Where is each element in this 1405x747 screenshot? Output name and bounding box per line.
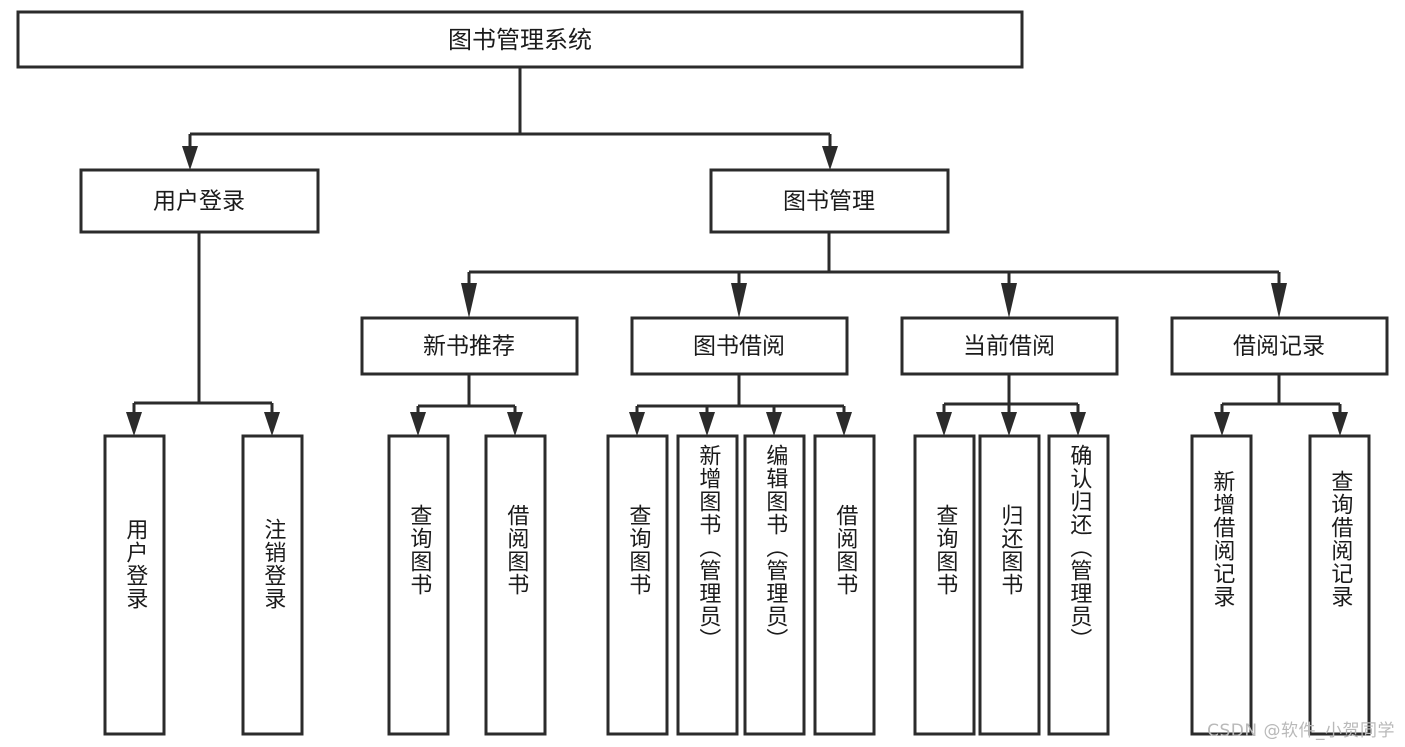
edge-group-root [182,67,838,170]
arrowhead-newbook-leaf2 [507,412,523,436]
node-root[interactable]: 图书管理系统 [16,10,1024,69]
leaf-box-user-login[interactable] [103,434,166,736]
node-book-borrow-box[interactable] [630,316,849,376]
arrowhead-newbook-leaf1 [410,412,426,436]
edge-group-book-borrow [629,374,852,436]
node-book-management-box[interactable] [709,168,950,234]
node-root-box[interactable] [16,10,1024,69]
node-book-management[interactable]: 图书管理 [709,168,950,234]
arrowhead-currentborrow-leaf2 [1001,412,1017,436]
node-new-book-recommend-box[interactable] [360,316,579,376]
node-user-login[interactable]: 用户登录 [79,168,320,234]
node-new-book-recommend-label: 新书推荐 [423,334,515,360]
leaf-boxes-new-book-recommend [387,434,547,736]
arrowhead-bookborrow-leaf4 [836,412,852,436]
arrowhead-borrowrecord-leaf1 [1214,412,1230,436]
leaf-box-add-book[interactable] [676,434,739,736]
node-new-book-recommend[interactable]: 新书推荐 [360,316,579,376]
leaf-box-add-record[interactable] [1190,434,1253,736]
arrowhead-currentborrow-leaf1 [936,412,952,436]
arrowhead-currentborrow-leaf3 [1070,412,1086,436]
arrowhead-borrow-record [1271,283,1287,318]
node-current-borrow-label: 当前借阅 [963,334,1055,360]
arrowhead-book-borrow [731,283,747,318]
node-borrow-record-label: 借阅记录 [1233,334,1325,360]
arrowhead-leaf-user-login [126,412,142,436]
watermark-text: CSDN @软件_小贺同学 [1207,721,1395,741]
node-current-borrow-box[interactable] [900,316,1119,376]
leaf-boxes-current-borrow [913,434,1110,736]
leaf-boxes-user-login [103,434,304,736]
leaf-box-confirm-return[interactable] [1047,434,1110,736]
arrowhead-book-mgmt [822,146,838,170]
arrowhead-leaf-logout [264,412,280,436]
leaf-box-query-record[interactable] [1308,434,1371,736]
arrowhead-bookborrow-leaf2 [699,412,715,436]
node-user-login-label: 用户登录 [153,189,245,215]
edge-group-borrow-record [1214,374,1348,436]
arrowhead-bookborrow-leaf3 [766,412,782,436]
leaf-box-query-book-1[interactable] [387,434,450,736]
node-root-label: 图书管理系统 [448,26,592,54]
node-book-management-label: 图书管理 [783,189,875,215]
leaf-box-edit-book[interactable] [743,434,806,736]
arrowhead-current-borrow [1001,283,1017,318]
leaf-box-borrow-book-1[interactable] [484,434,547,736]
leaf-box-query-book-2[interactable] [606,434,669,736]
leaf-box-query-book-3[interactable] [913,434,976,736]
arrowhead-borrowrecord-leaf2 [1332,412,1348,436]
arrowhead-bookborrow-leaf1 [629,412,645,436]
edge-group-user-login [126,233,280,436]
leaf-box-logout[interactable] [241,434,304,736]
node-borrow-record[interactable]: 借阅记录 [1170,316,1389,376]
edge-group-new-book [410,374,523,436]
leaf-boxes-borrow-record [1190,434,1371,736]
node-user-login-box[interactable] [79,168,320,234]
arrowhead-user-login [182,146,198,170]
node-book-borrow-label: 图书借阅 [693,334,785,360]
arrowhead-new-book [461,283,477,318]
leaf-box-borrow-book-2[interactable] [813,434,876,736]
node-borrow-record-box[interactable] [1170,316,1389,376]
leaf-box-return-book[interactable] [978,434,1041,736]
leaf-boxes-book-borrow [606,434,876,736]
node-current-borrow[interactable]: 当前借阅 [900,316,1119,376]
edge-group-book-mgmt [461,233,1287,318]
edge-group-current-borrow [936,374,1086,436]
node-book-borrow[interactable]: 图书借阅 [630,316,849,376]
